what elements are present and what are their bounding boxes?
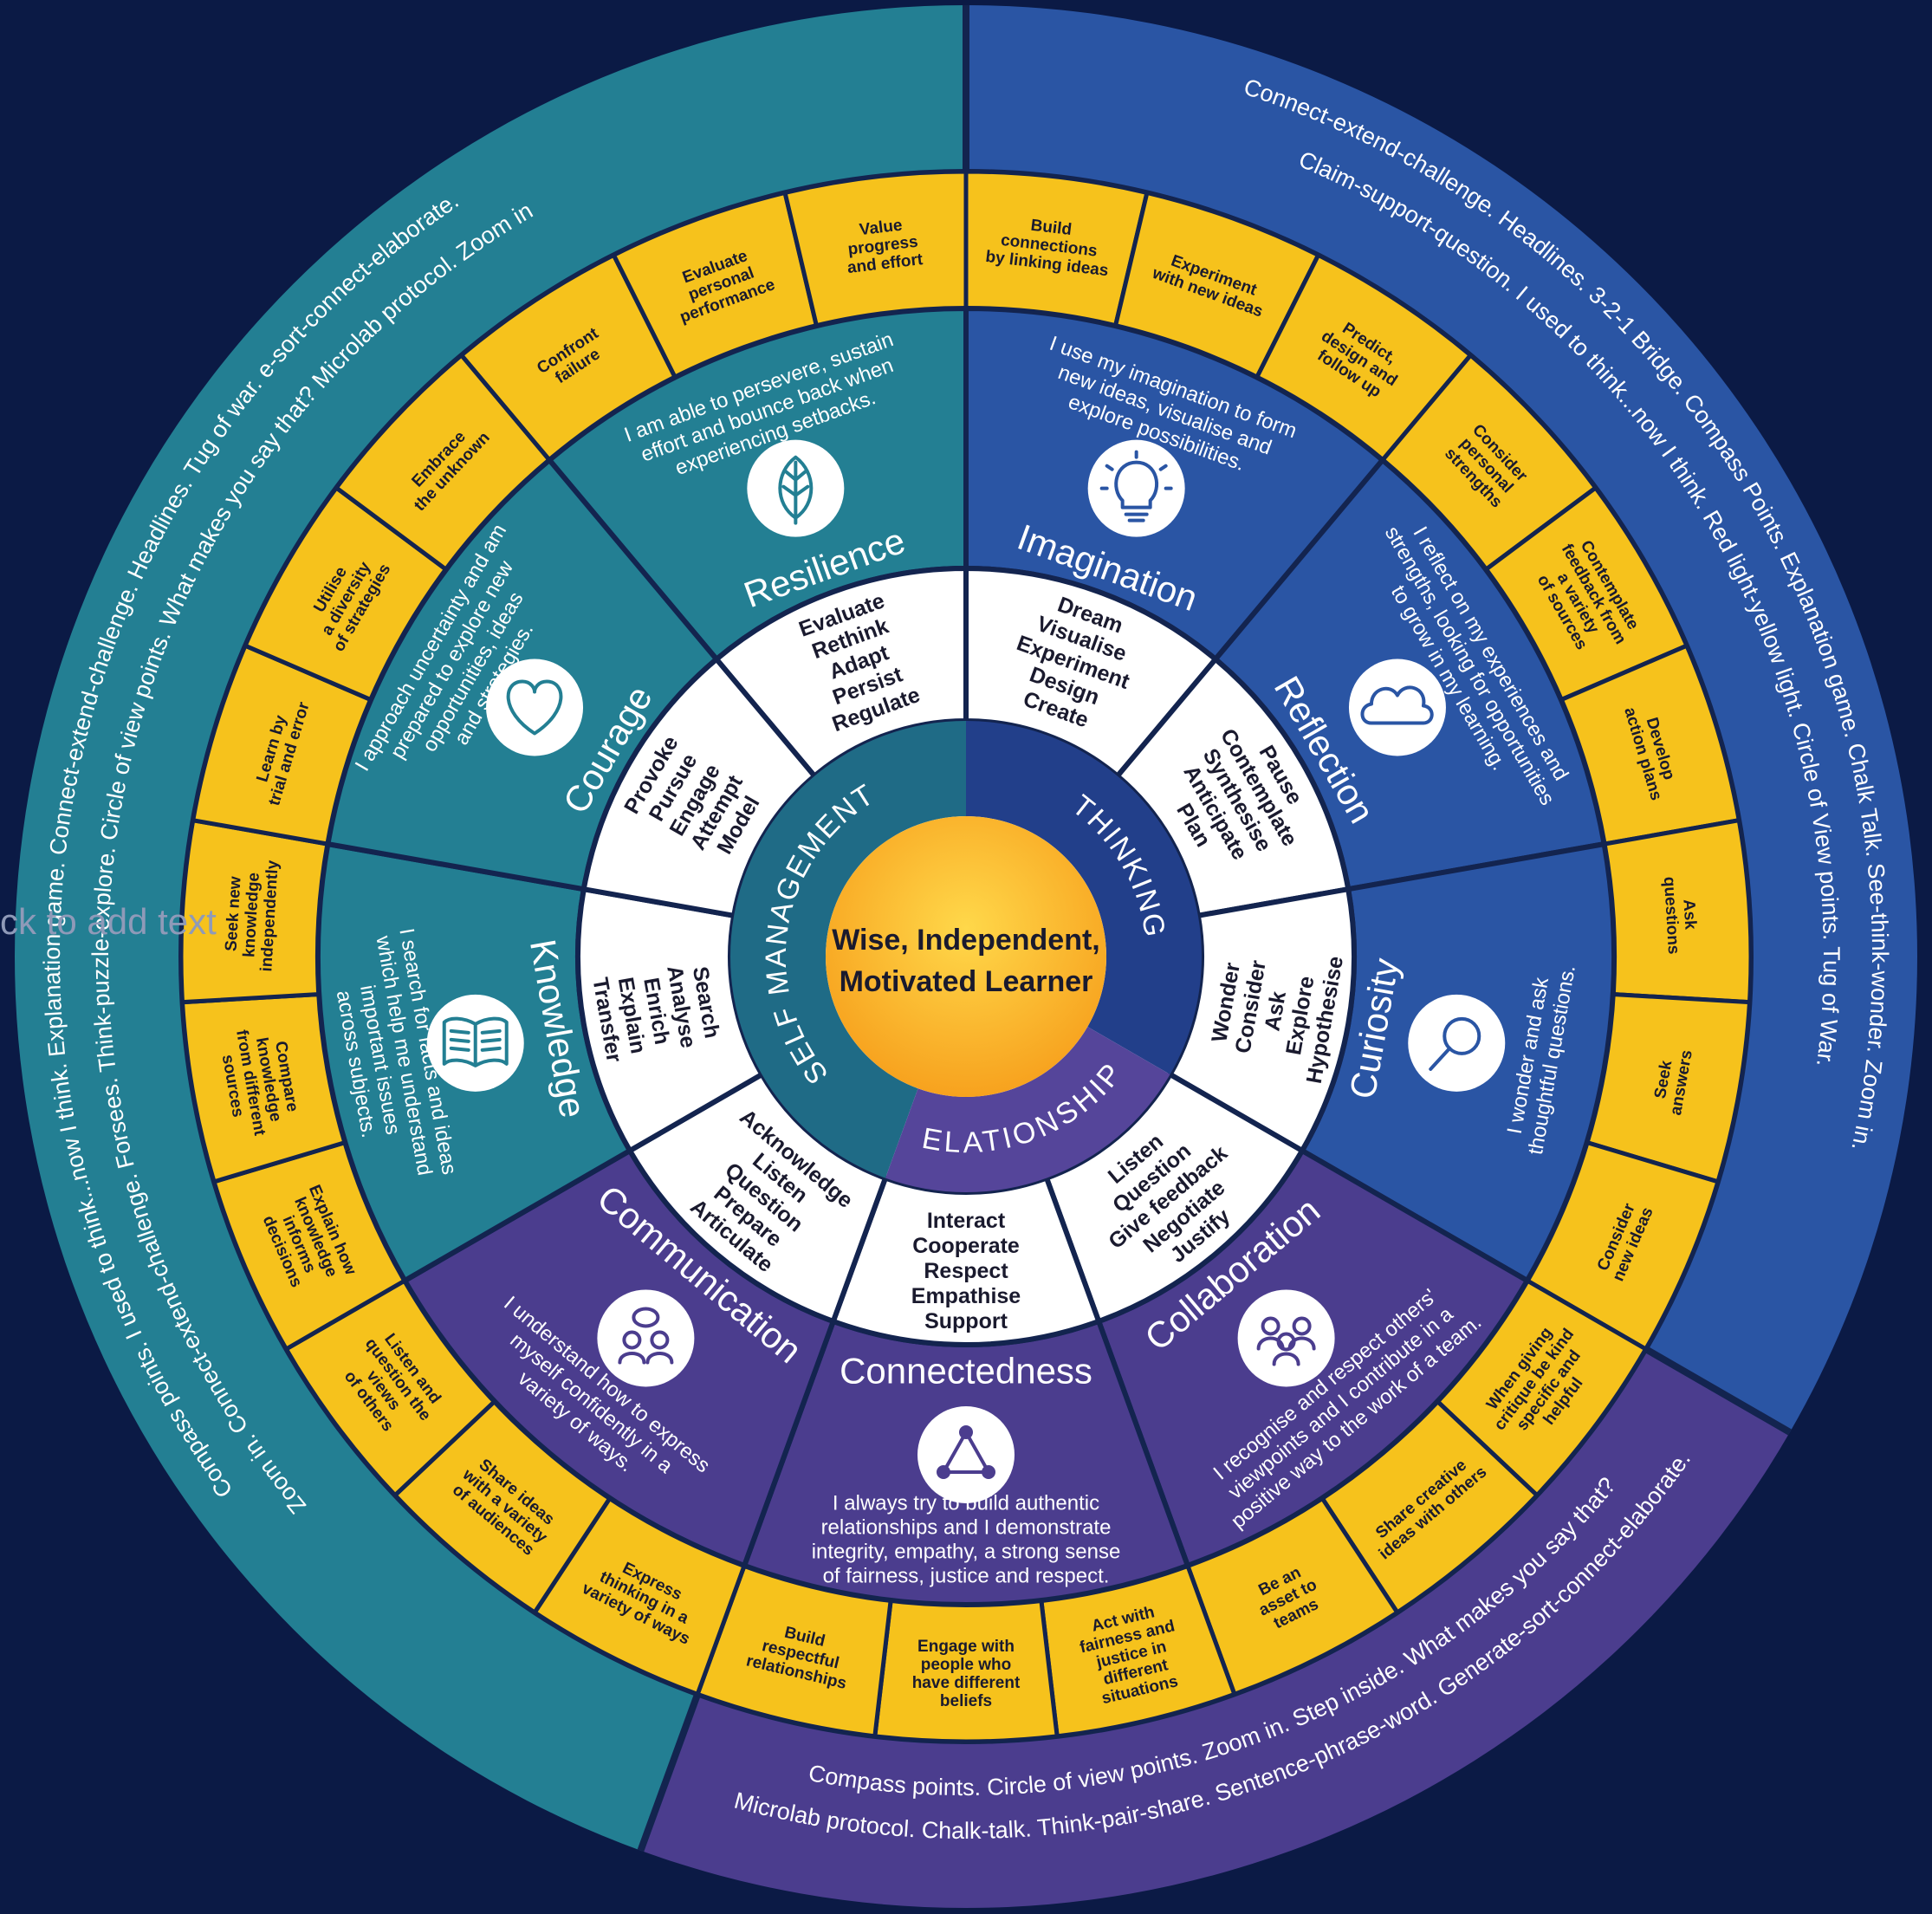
book-icon bbox=[426, 994, 524, 1092]
verb-list-line: Interact bbox=[927, 1209, 1006, 1233]
disposition-description: I always try to build authenticrelations… bbox=[812, 1491, 1121, 1587]
outer-strategy-ring-relationships bbox=[640, 1349, 1790, 1908]
outer-strategy-ring-self-management bbox=[14, 5, 967, 1851]
network-icon bbox=[917, 1406, 1015, 1503]
magnifier-icon bbox=[1408, 994, 1506, 1092]
group-ring-thinking bbox=[966, 721, 1203, 1074]
disposition-title: Connectedness bbox=[840, 1351, 1092, 1392]
conversation-icon bbox=[597, 1289, 695, 1387]
action-label-line: people who bbox=[921, 1656, 1012, 1674]
add-text-placeholder[interactable]: ck to add text bbox=[0, 901, 217, 942]
outer-strategy-ring-thinking bbox=[966, 5, 1917, 1432]
leaf-icon bbox=[747, 439, 845, 537]
action-label-line: Ask bbox=[1679, 899, 1699, 930]
group-ring-self-management bbox=[729, 721, 966, 1178]
group-icon bbox=[1237, 1289, 1335, 1387]
group-ring-relationships bbox=[885, 1027, 1170, 1193]
action-label-line: questions bbox=[1660, 876, 1682, 955]
heart-icon bbox=[486, 659, 584, 756]
verb-list-line: Respect bbox=[924, 1259, 1008, 1283]
outer-divider bbox=[637, 1692, 701, 1852]
center-title-line2: Motivated Learner bbox=[840, 965, 1093, 998]
center-title-line1: Wise, Independent, bbox=[832, 924, 1100, 957]
action-label-line: beliefs bbox=[940, 1692, 992, 1710]
cloud-icon bbox=[1348, 659, 1446, 756]
action-label-line: have different bbox=[912, 1674, 1021, 1692]
disposition-title-line: Connectedness bbox=[840, 1351, 1092, 1392]
action-label-line: Engage with bbox=[917, 1638, 1015, 1656]
action-label-line: Seek new bbox=[223, 876, 245, 952]
center-layer: Wise, Independent, Motivated Learner bbox=[826, 816, 1106, 1097]
verb-list-line: Empathise bbox=[911, 1284, 1021, 1308]
disposition-description-line: integrity, empathy, a strong sense bbox=[812, 1540, 1121, 1563]
disposition-description-line: of fairness, justice and respect. bbox=[823, 1564, 1110, 1587]
disposition-description-line: relationships and I demonstrate bbox=[821, 1515, 1112, 1539]
verb-list-line: Support bbox=[924, 1309, 1008, 1333]
disposition-description-line: I always try to build authentic bbox=[833, 1491, 1099, 1515]
outer-divider bbox=[1643, 1346, 1792, 1436]
lightbulb-icon bbox=[1087, 439, 1185, 537]
verb-list-line: Cooperate bbox=[912, 1234, 1020, 1258]
center-sun bbox=[826, 816, 1106, 1097]
